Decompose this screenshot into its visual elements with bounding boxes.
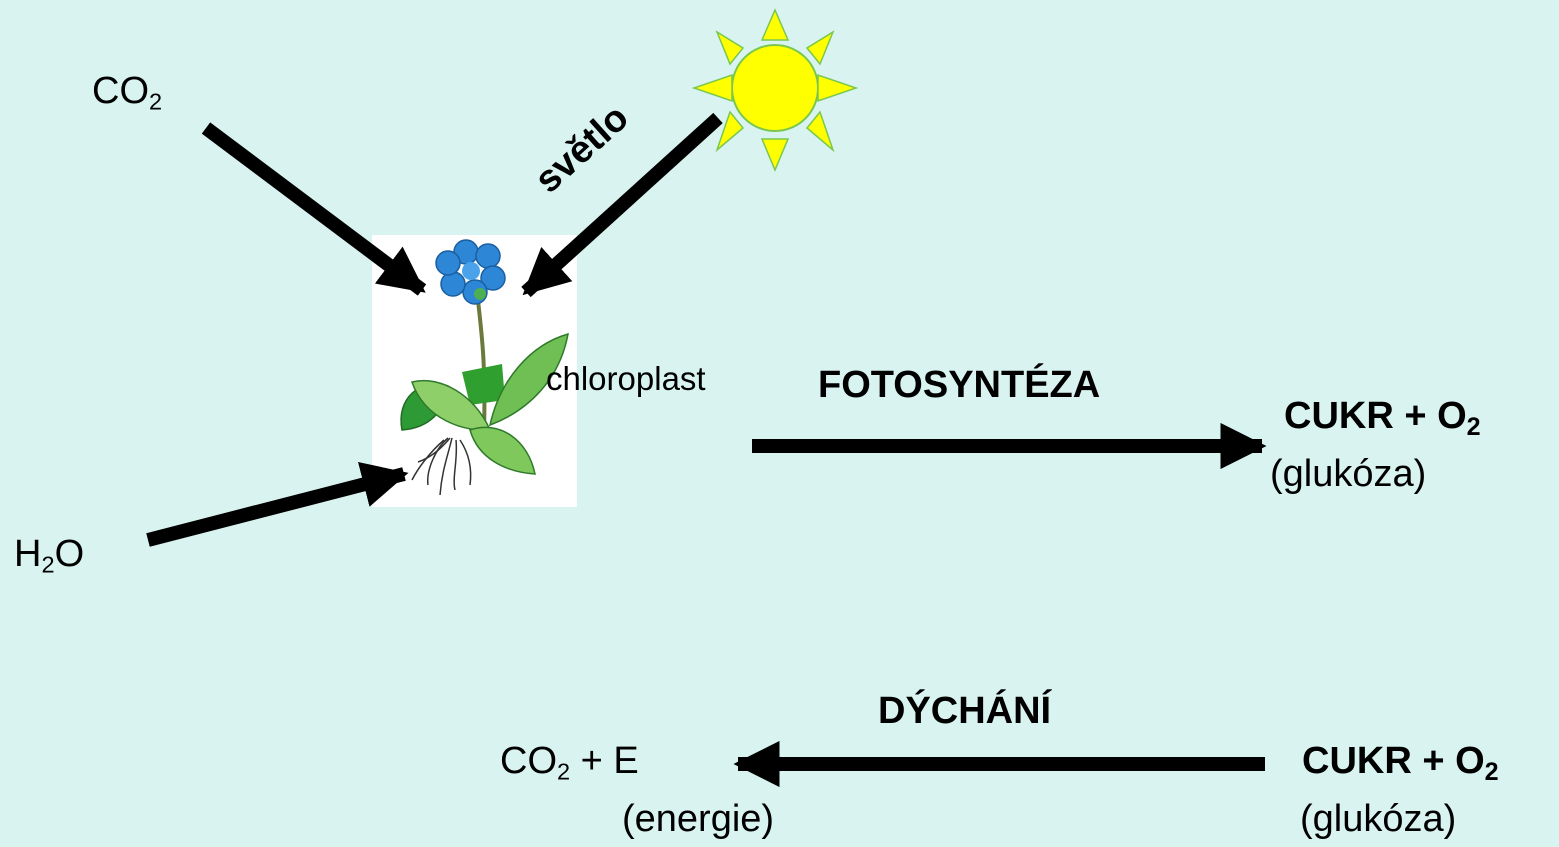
output-bottom-label: CO2 + E [500, 740, 639, 785]
reactant-bottom-label: CUKR + O2 [1302, 740, 1499, 787]
co2-arrow [201, 122, 427, 296]
output-bottom-note: (energie) [622, 798, 775, 840]
co2-input-label: CO2 [92, 70, 163, 115]
light-arrow [521, 112, 723, 298]
product-top-label: CUKR + O2 [1284, 395, 1481, 442]
h2o-input-label: H2O [14, 533, 85, 578]
h2o-arrow [146, 462, 409, 547]
photosynthesis-label: FOTOSYNTÉZA [818, 364, 1101, 406]
product-top-note: (glukóza) [1270, 453, 1427, 495]
reactant-bottom-note: (glukóza) [1300, 798, 1457, 840]
sun-icon [691, 8, 859, 172]
light-label: světlo [527, 97, 637, 202]
chloroplast-label: chloroplast [546, 360, 706, 397]
respiration-label: DÝCHÁNÍ [878, 690, 1052, 732]
